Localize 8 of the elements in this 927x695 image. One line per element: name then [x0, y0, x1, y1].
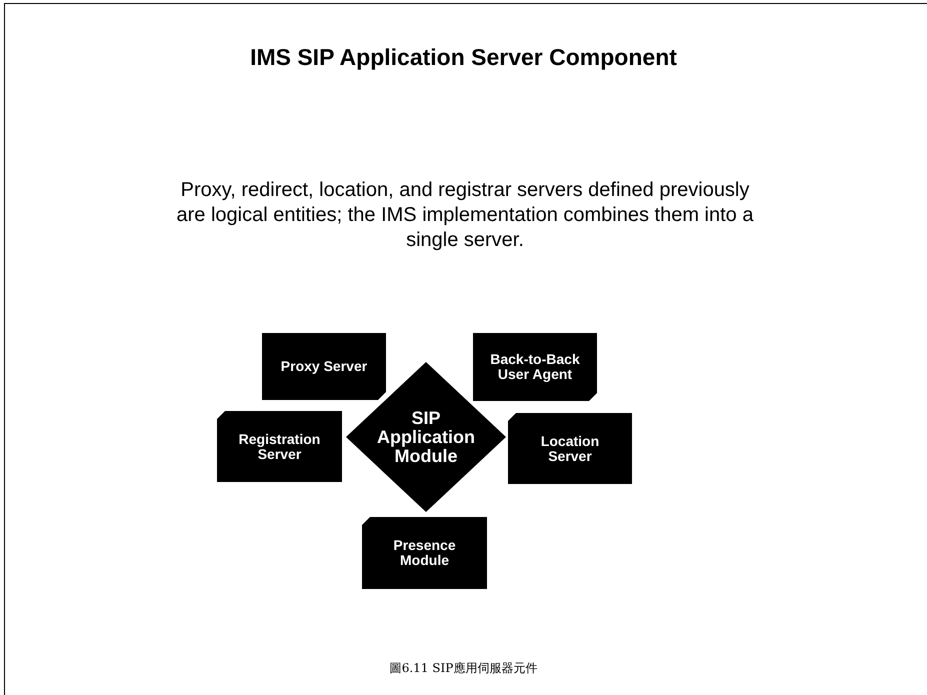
- component-box: Presence Module: [362, 517, 487, 589]
- figure-caption: 圖6.11 SIP應用伺服器元件: [388, 660, 538, 677]
- title: IMS SIP Application Server Component: [249, 44, 678, 71]
- component-box: Back-to-Back User Agent: [473, 333, 597, 401]
- component-box: Location Server: [508, 413, 632, 484]
- description-text: Proxy, redirect, location, and registrar servers defined previously are logical entities; the IMS implementation combines them into a single server.: [176, 178, 754, 253]
- component-box: Registration Server: [217, 411, 342, 482]
- component-box: Proxy Server: [262, 333, 386, 400]
